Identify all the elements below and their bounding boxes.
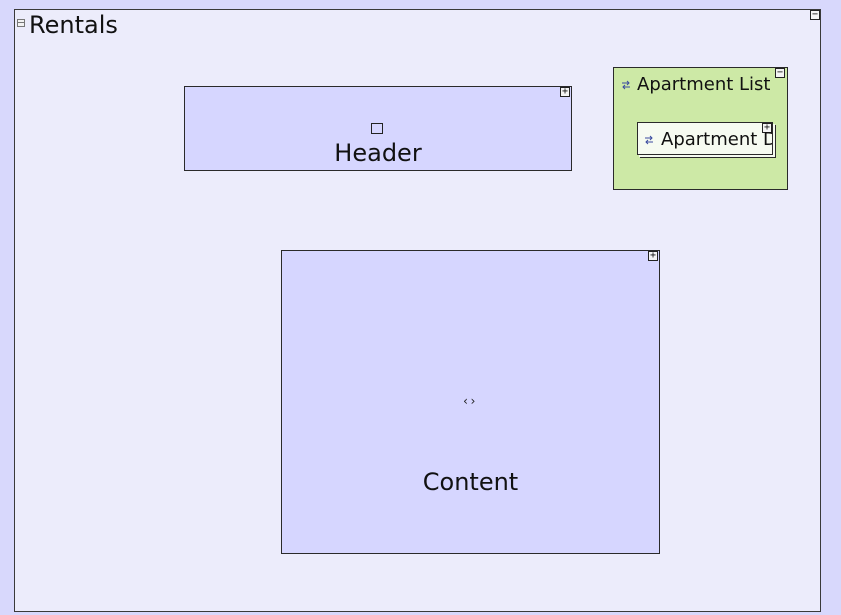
apartment-list-title: Apartment List: [637, 74, 771, 95]
header-expand-button[interactable]: +: [560, 86, 570, 97]
apartment-list-box[interactable]: − Apartment List + Apartment De: [613, 67, 788, 190]
repeat-icon: [622, 80, 630, 90]
content-label: Content: [422, 468, 519, 496]
content-expand-button[interactable]: +: [648, 250, 658, 261]
repeat-icon: [645, 135, 653, 145]
code-icon: ‹›: [462, 394, 477, 408]
component-icon: [371, 123, 383, 134]
header-label: Header: [334, 139, 422, 167]
apartment-detail-box[interactable]: + Apartment De: [637, 122, 773, 155]
content-box[interactable]: + ‹› Content: [281, 250, 660, 554]
list-collapse-button[interactable]: −: [775, 67, 785, 78]
rentals-frame: Rentals − + Header + ‹› Content − Apartm…: [14, 9, 821, 612]
header-box[interactable]: + Header: [184, 86, 572, 171]
frame-title: Rentals: [29, 11, 118, 39]
frame-collapse-button[interactable]: −: [810, 9, 820, 20]
frame-icon: [17, 19, 25, 27]
apartment-detail-title: Apartment De: [661, 129, 772, 150]
detail-expand-button[interactable]: +: [762, 122, 772, 133]
